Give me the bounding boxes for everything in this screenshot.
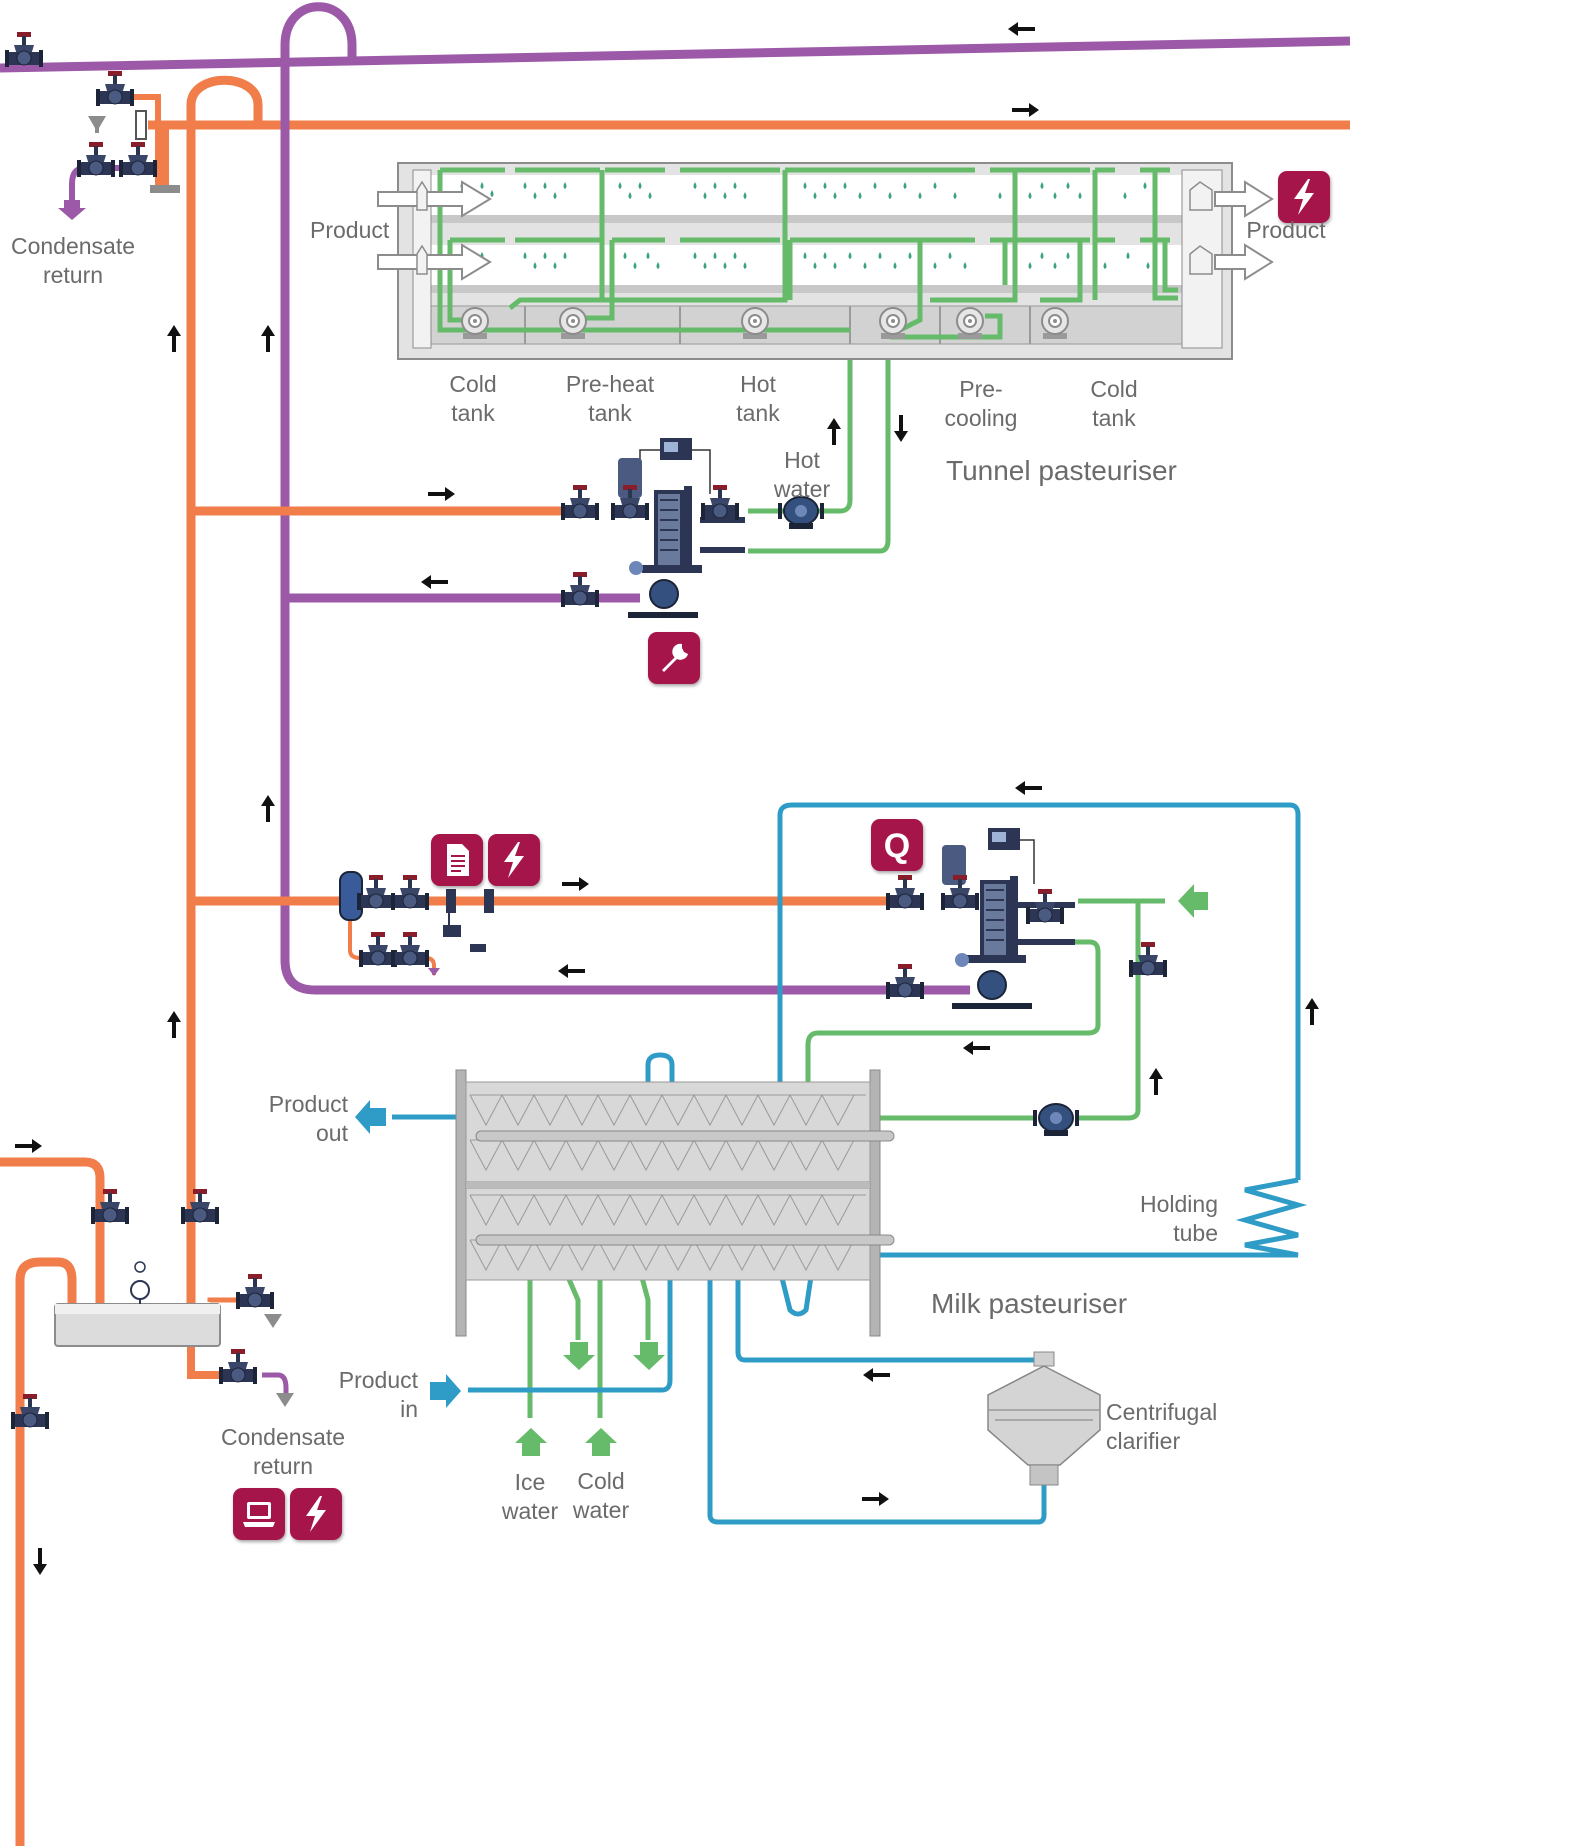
preheat-tank-pump-icon [559, 307, 587, 340]
pressure-gauge-icon [130, 1280, 150, 1300]
product-in-arrow-icon [430, 1374, 461, 1408]
precooling-pump-icon [956, 307, 984, 340]
steam-inlet-pipe [0, 1157, 105, 1305]
condensate-trap-valve-2-icon [118, 141, 158, 178]
maintenance-wrench-icon[interactable] [648, 632, 700, 684]
condensate-header-pipe [0, 36, 1351, 73]
document-icon[interactable] [431, 834, 483, 886]
holding-tube-label: Holding tube [1140, 1191, 1218, 1246]
ice-water-in-arrow-icon [515, 1428, 547, 1456]
cold-tank-2-label: Cold tank [1090, 376, 1138, 431]
tunnel-control-valve-icon [610, 484, 650, 521]
tunnel-heater-unit [560, 438, 825, 618]
hot-tank-label: Hot tank [736, 371, 780, 426]
cold-tank-pump-icon [461, 307, 489, 340]
product-in-arrows [377, 180, 1274, 281]
milk-pasteuriser [455, 1069, 895, 1337]
product-out-label: Product out [268, 1091, 348, 1146]
flow-arrow-icon [428, 487, 455, 501]
condensate-riser-bottom [280, 959, 900, 995]
preheat-tank-label: Pre-heat tank [565, 371, 655, 426]
flow-arrow-icon [261, 795, 275, 822]
tunnel-pasteuriser-title: Tunnel pasteuriser [946, 455, 1177, 486]
steam-outlet-pipe [15, 1257, 77, 1846]
flow-arrow-icon [862, 1492, 889, 1506]
holding-tube-coil [850, 1177, 1308, 1258]
flow-arrow-icon [167, 1011, 181, 1038]
tunnel-condensate-valve-icon [560, 571, 600, 608]
product-out-arrow-icon [355, 1100, 386, 1134]
tunnel-steam-valve-icon [560, 484, 600, 521]
condensate-riser-pipe [280, 2, 357, 960]
flow-arrow-icon [15, 1139, 42, 1153]
quality-icon[interactable]: Q [871, 819, 923, 871]
milk-pasteuriser-title: Milk pasteuriser [931, 1288, 1128, 1319]
condensate-return-arrow-top [58, 200, 86, 220]
product-out-label-top: Product [1246, 217, 1326, 243]
top-trap-valve-icon [95, 70, 135, 107]
cold-tank-2-pump-icon [1041, 307, 1069, 340]
milk-steam-valve-icon [885, 874, 925, 911]
flow-arrow-icon [1305, 998, 1319, 1025]
flow-arrow-icon [1008, 22, 1035, 36]
flow-arrow-icon [963, 1041, 990, 1055]
flow-arrow-icon [827, 418, 841, 445]
milk-branch-strainer-icon [390, 874, 430, 911]
flow-arrow-icon [421, 575, 448, 589]
flow-arrow-icon [167, 325, 181, 352]
milk-condensate-valve-icon [885, 963, 925, 1000]
hot-water-supply-pipe [748, 337, 853, 514]
product-in-label-milk: Product in [338, 1367, 418, 1422]
tunnel-water-valve-icon [700, 484, 740, 521]
condensate-return-label-top: Condensate return [10, 233, 136, 288]
distributor-drain-valve-icon [218, 1348, 258, 1385]
separator-trap-valve-2-icon [390, 931, 430, 968]
flow-arrow-icon [863, 1368, 890, 1382]
quality-badge-letter: Q [884, 827, 910, 865]
milk-hot-water-pump-icon [1032, 1103, 1080, 1137]
milk-bypass-valve-icon [1128, 941, 1168, 978]
centrifugal-clarifier-label: Centrifugal clarifier [1106, 1399, 1218, 1454]
flow-arrow-icon [261, 325, 275, 352]
flow-arrow-icon [562, 877, 589, 891]
condensate-trap-valve-icon [76, 141, 116, 178]
steam-fittings [4, 31, 494, 1430]
cold-water-out-arrow-icon [633, 1342, 665, 1370]
energy-icon-milk[interactable] [488, 834, 540, 886]
flow-arrows [15, 22, 1319, 1575]
hot-tank-pump-icon [741, 307, 769, 340]
ice-water-out-arrow-icon [563, 1342, 595, 1370]
steam-riser-pipe [186, 75, 263, 1305]
energy-icon-bottom[interactable] [290, 1488, 342, 1540]
cold-water-label: Cold water [572, 1468, 630, 1523]
flow-arrow-icon [33, 1548, 47, 1575]
laptop-icon[interactable] [233, 1488, 285, 1540]
cold-water-in-arrow-icon [585, 1428, 617, 1456]
precooling-label: Pre- cooling [944, 376, 1018, 431]
green-inlet-arrow-icon [1178, 884, 1208, 918]
drain-funnel-icon [88, 116, 106, 133]
condensate-return-label-bottom: Condensate return [220, 1424, 346, 1479]
flow-arrow-icon [1012, 103, 1039, 117]
hot-tank-pump-2-icon [879, 307, 907, 340]
milk-heater-unit [885, 828, 1168, 1137]
hot-water-return-pipe [748, 337, 891, 554]
flow-arrow-icon [1015, 781, 1042, 795]
flow-arrow-icon [1149, 1068, 1163, 1095]
energy-icon[interactable] [1278, 171, 1330, 223]
hot-water-label: Hot water [773, 447, 831, 502]
ice-water-label: Ice water [501, 1469, 559, 1524]
header-valve-icon [4, 31, 44, 68]
tunnel-pasteuriser [377, 162, 1274, 360]
flow-arrow-icon [558, 964, 585, 978]
centrifugal-clarifier [987, 1351, 1101, 1486]
cold-tank-label: Cold tank [449, 371, 497, 426]
flow-arrow-icon [894, 415, 908, 442]
distributor-trap-valve-icon [235, 1273, 275, 1310]
product-in-label: Product [310, 217, 390, 243]
